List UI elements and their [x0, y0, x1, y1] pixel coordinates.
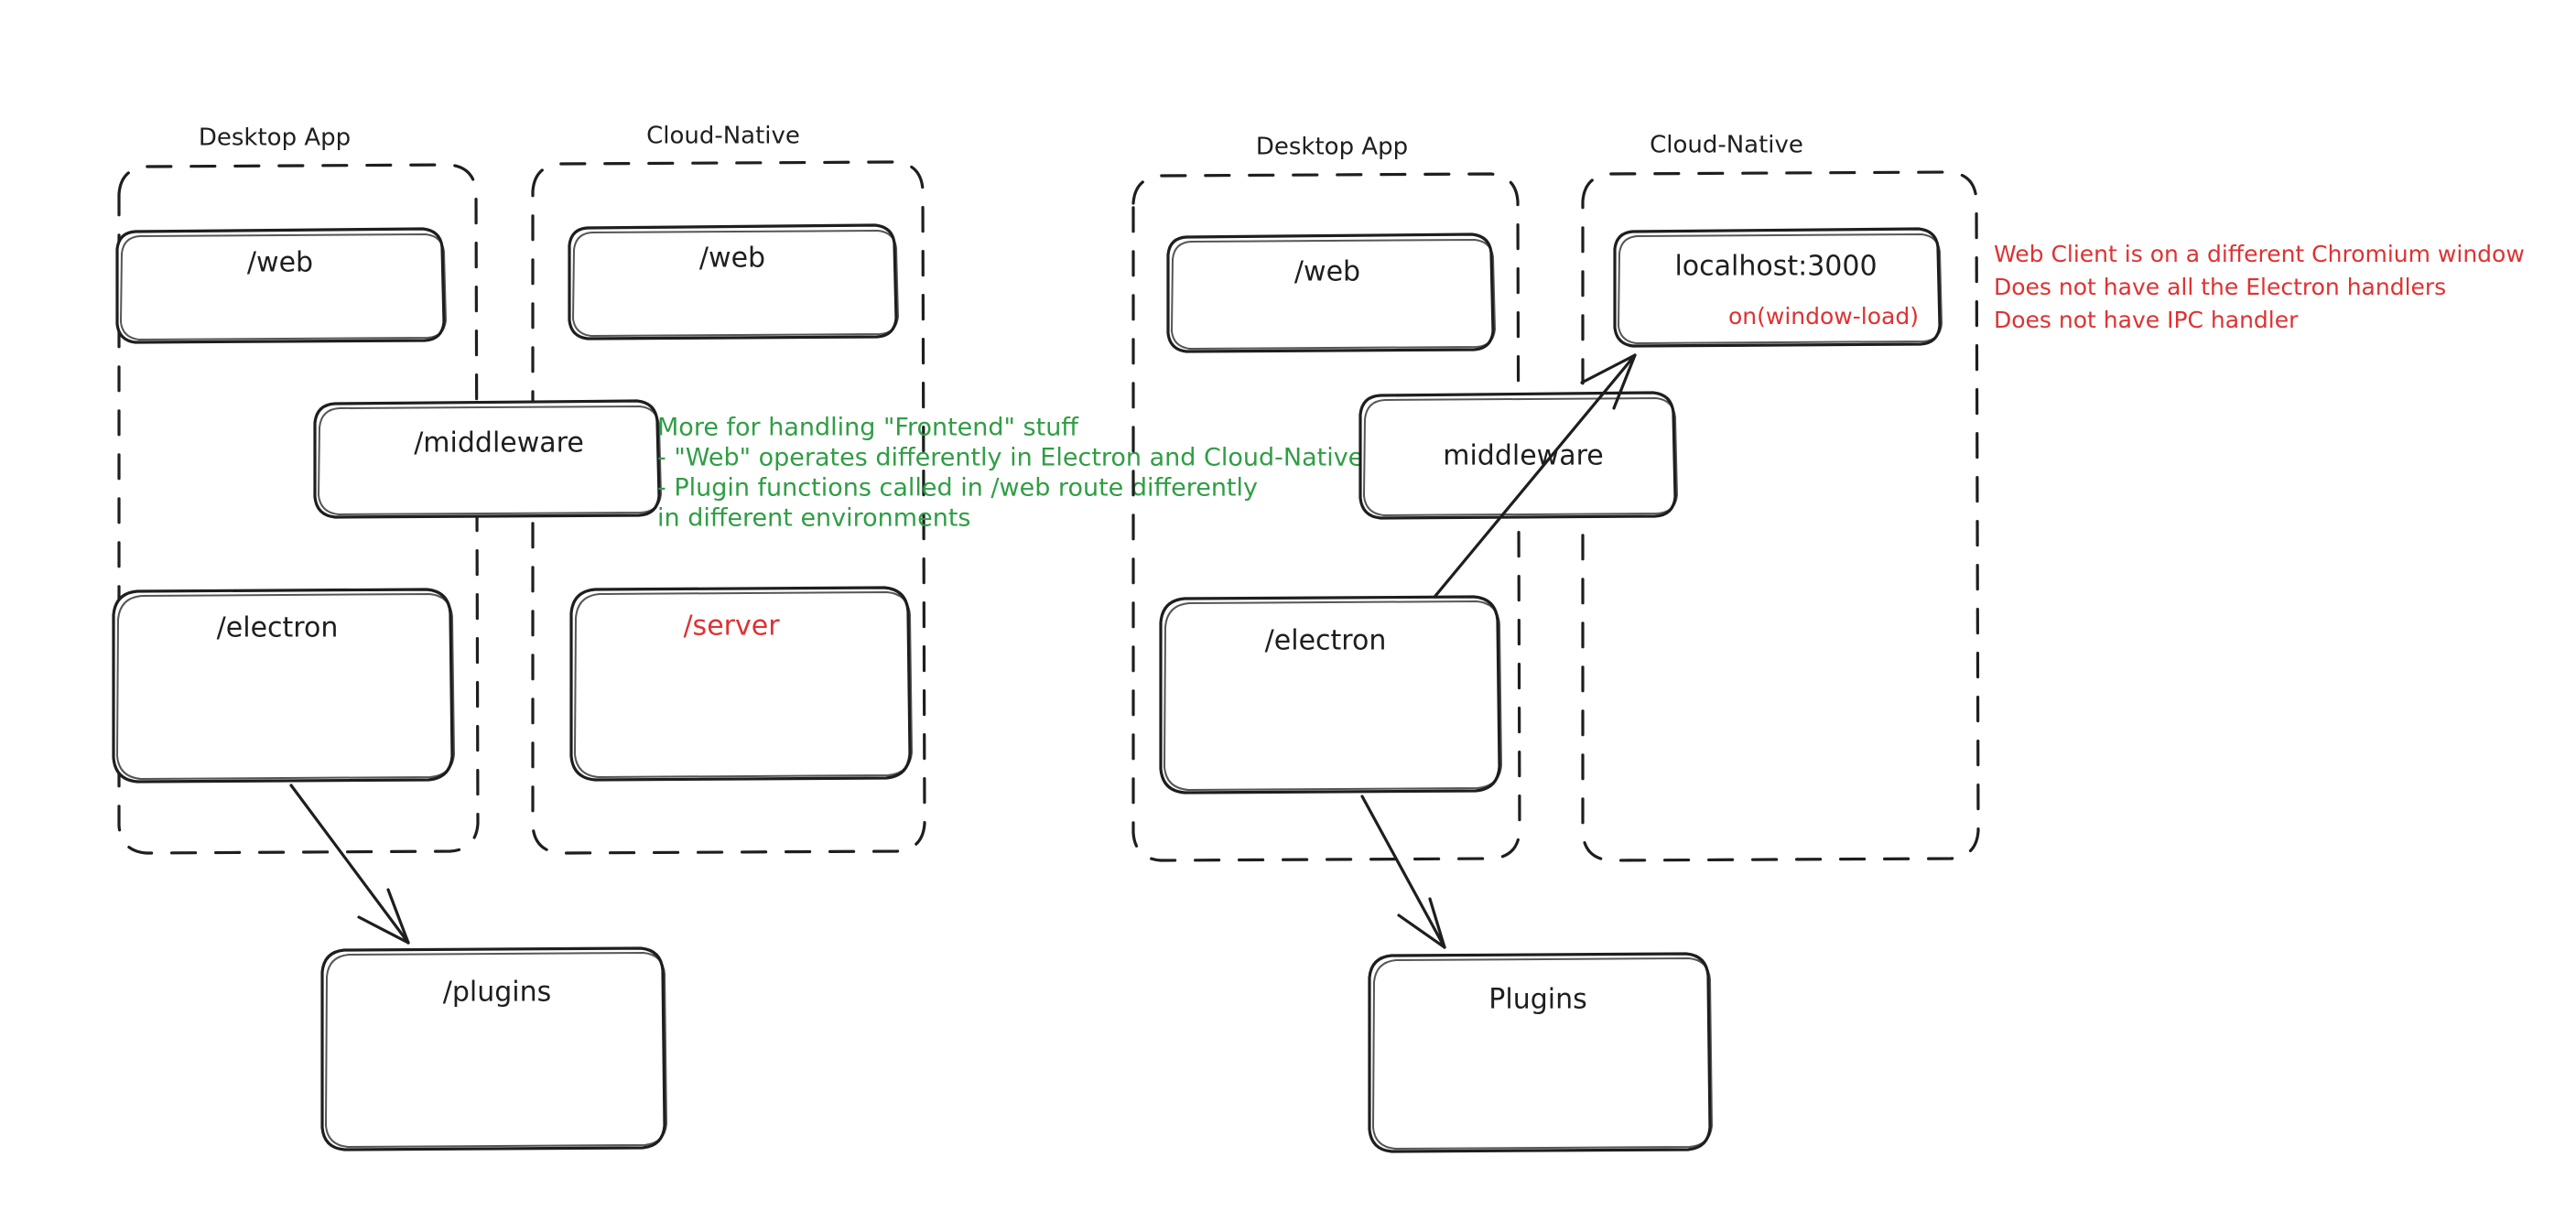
left-box-plugins[interactable]: /plugins [320, 946, 667, 1151]
left-note-green-line-4: in different environments [657, 504, 970, 533]
left-box-label-web-desktop: /web [247, 247, 313, 279]
right-note-red-line-3: Does not have IPC handler [1994, 307, 2299, 333]
left-box-label-server: /server [683, 611, 780, 643]
left-diagram: Desktop App Cloud-Native /web /web /midd… [112, 123, 1363, 1151]
arrow-right-electron-to-plugins [1360, 794, 1446, 949]
right-box-label-localhost: localhost:3000 [1674, 251, 1877, 283]
right-box-plugins[interactable]: Plugins [1368, 952, 1713, 1153]
right-box-middleware[interactable]: middleware [1358, 391, 1678, 520]
right-box-electron[interactable]: /electron [1159, 595, 1502, 794]
left-box-web-desktop[interactable]: /web [115, 227, 447, 344]
left-note-green-line-2: - "Web" operates differently in Electron… [657, 444, 1363, 472]
right-box-sublabel-on-window-load: on(window-load) [1728, 303, 1919, 330]
left-box-label-web-cloud: /web [699, 243, 765, 275]
left-box-electron[interactable]: /electron [112, 588, 455, 784]
left-note-green-line-3: - Plugin functions called in /web route … [657, 474, 1258, 503]
right-box-label-plugins: Plugins [1488, 984, 1586, 1016]
left-container-desktop-app [117, 163, 480, 855]
arrow-right-electron-to-localhost [1434, 353, 1637, 598]
left-box-label-plugins: /plugins [443, 977, 552, 1009]
right-box-localhost[interactable]: localhost:3000 on(window-load) [1613, 227, 1943, 348]
left-box-label-middleware: /middleware [414, 427, 584, 459]
left-box-server[interactable]: /server [569, 586, 913, 782]
left-note-green-line-1: More for handling "Frontend" stuff [657, 414, 1079, 442]
right-box-label-electron: /electron [1265, 625, 1387, 657]
right-container-cloud-native [1581, 170, 1980, 862]
right-group-label-cloud-native: Cloud-Native [1650, 132, 1803, 159]
left-container-cloud-native [531, 160, 926, 855]
left-box-web-cloud[interactable]: /web [568, 223, 899, 340]
right-box-label-web: /web [1294, 256, 1360, 288]
left-box-middleware[interactable]: /middleware [313, 399, 662, 519]
right-note-red-line-2: Does not have all the Electron handlers [1994, 274, 2446, 300]
right-box-web[interactable]: /web [1166, 232, 1496, 353]
left-group-label-desktop-app: Desktop App [199, 124, 351, 152]
left-group-label-cloud-native: Cloud-Native [646, 123, 800, 150]
arrow-left-electron-to-plugins [289, 784, 410, 945]
right-box-label-middleware: middleware [1443, 440, 1604, 472]
right-diagram: Desktop App Cloud-Native /web localhost:… [1131, 132, 2525, 1153]
right-group-label-desktop-app: Desktop App [1256, 134, 1408, 161]
left-box-label-electron: /electron [217, 612, 339, 644]
right-note-red: Web Client is on a different Chromium wi… [1994, 241, 2525, 333]
left-note-green: More for handling "Frontend" stuff - "We… [657, 414, 1363, 533]
right-note-red-line-1: Web Client is on a different Chromium wi… [1994, 241, 2525, 267]
